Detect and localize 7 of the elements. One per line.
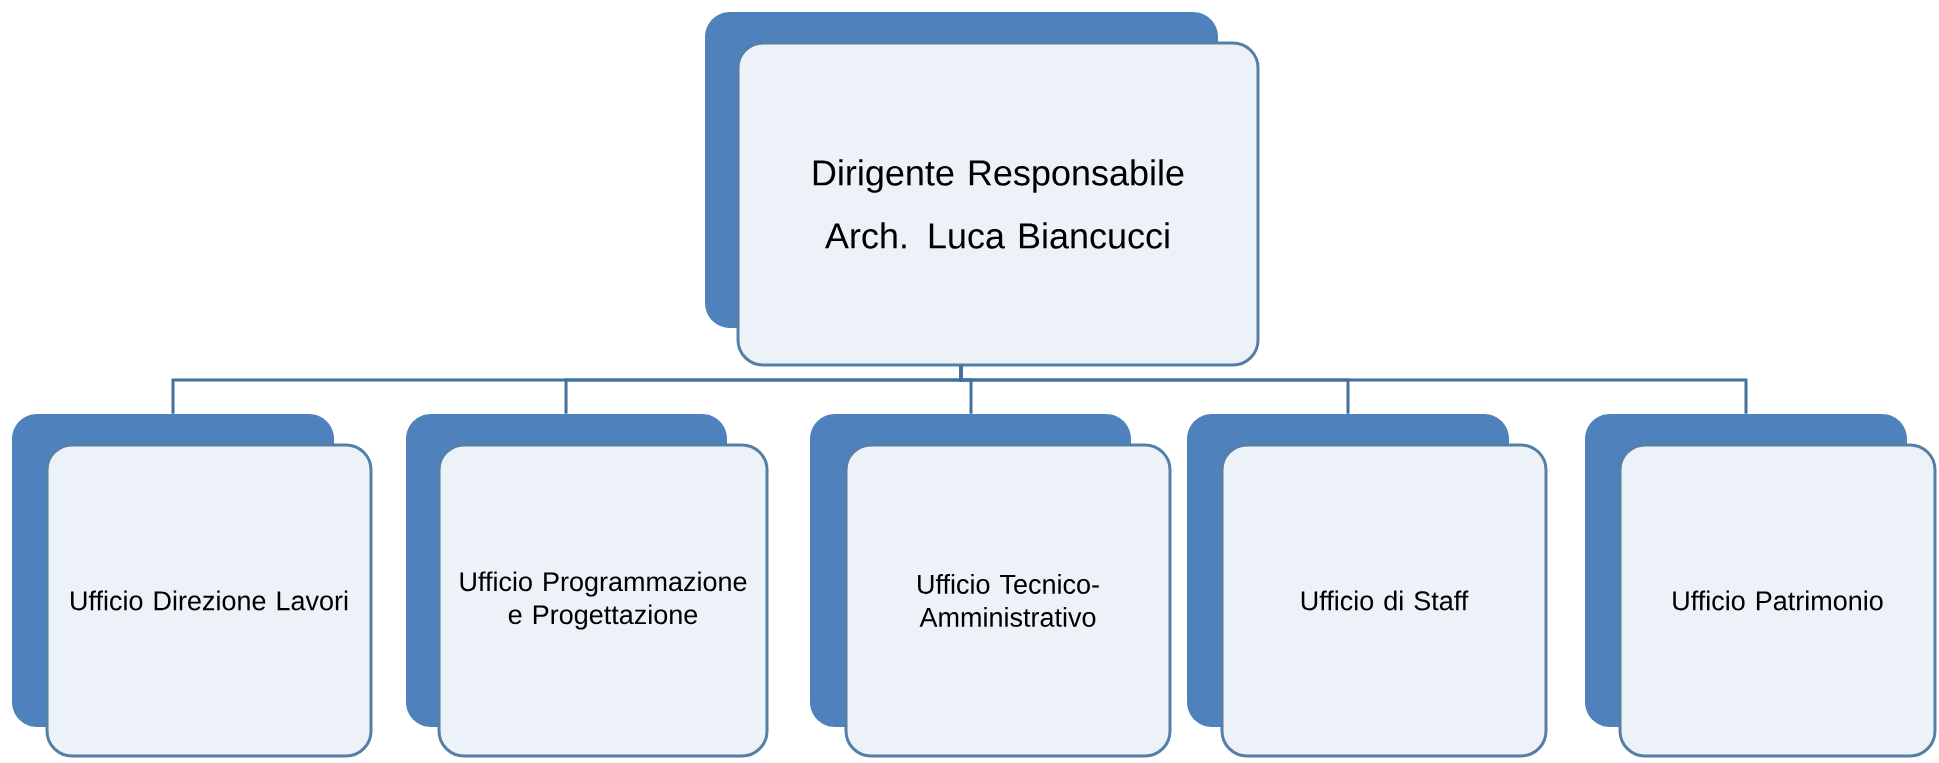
org-box: Ufficio Tecnico-Amministrativo	[810, 414, 1172, 758]
org-box: Ufficio Programmazione e Progettazione	[406, 414, 769, 758]
org-box: Ufficio di Staff	[1187, 414, 1548, 758]
connector-line	[959, 365, 1748, 414]
org-box: Ufficio Direzione Lavori	[12, 414, 373, 758]
org-box: Dirigente Responsabile Arch. Luca Biancucci	[705, 12, 1260, 367]
org-box: Ufficio Patrimonio	[1585, 414, 1937, 758]
